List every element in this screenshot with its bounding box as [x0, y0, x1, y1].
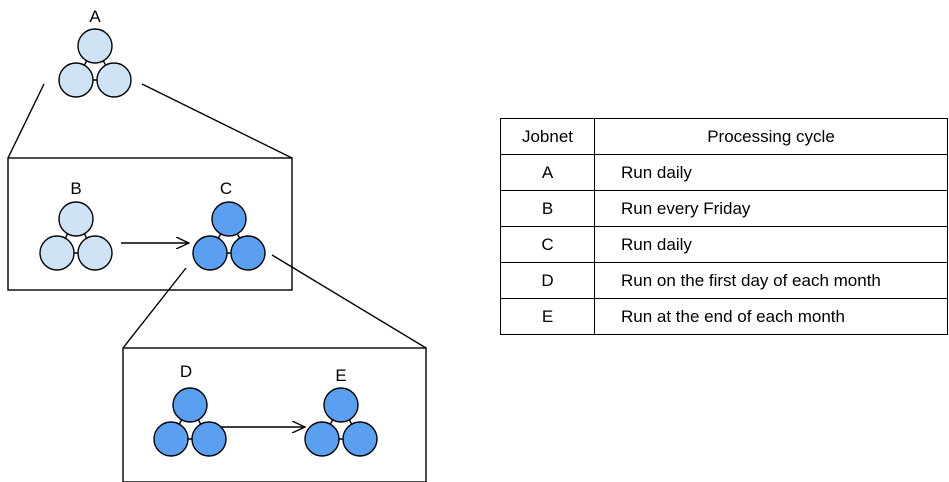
jobnet-e-icon: [304, 387, 378, 457]
zoom-line-c-left: [122, 267, 187, 349]
jobnet-circle-right: [96, 62, 132, 98]
jobnet-circle-right: [230, 235, 266, 271]
jobnet-a-label: A: [89, 7, 101, 26]
table-row: D Run on the first day of each month: [500, 262, 948, 299]
jobnet-c-icon: [192, 201, 266, 271]
jobnet-column-header: Jobnet: [500, 118, 595, 155]
jobnet-circle-left: [153, 421, 189, 457]
processing-cycle-cell: Run at the end of each month: [594, 298, 948, 335]
jobnet-c-expansion-box: [122, 347, 427, 482]
jobnet-e-label: E: [335, 366, 346, 385]
jobnet-cell: B: [500, 190, 595, 227]
jobnet-circle-top: [211, 201, 247, 237]
zoom-line-a-left: [7, 83, 45, 159]
processing-cycle-cell: Run on the first day of each month: [594, 262, 948, 299]
jobnet-d-icon: [153, 387, 227, 457]
jobnet-circle-top: [323, 387, 359, 423]
jobnet-d-label: D: [180, 362, 192, 381]
jobnet-circle-top: [172, 387, 208, 423]
jobnet-a-expansion-box: [7, 157, 293, 291]
jobnet-circle-top: [58, 201, 94, 237]
table-row: C Run daily: [500, 226, 948, 263]
table-row: A Run daily: [500, 154, 948, 191]
table-row: E Run at the end of each month: [500, 298, 948, 335]
table-header-row: Jobnet Processing cycle: [500, 118, 948, 155]
processing-cycle-cell: Run daily: [594, 226, 948, 263]
jobnet-circle-top: [77, 28, 113, 64]
jobnet-circle-left: [192, 235, 228, 271]
jobnet-circle-right: [191, 421, 227, 457]
processing-cycle-column-header: Processing cycle: [594, 118, 948, 155]
processing-cycle-cell: Run every Friday: [594, 190, 948, 227]
jobnet-cell: E: [500, 298, 595, 335]
jobnet-circle-left: [39, 235, 75, 271]
processing-cycle-table: Jobnet Processing cycle A Run daily B Ru…: [500, 118, 948, 335]
jobnet-circle-left: [58, 62, 94, 98]
jobnet-c-label: C: [220, 179, 232, 198]
zoom-line-a-right: [141, 83, 293, 159]
zoom-line-c-right: [271, 254, 427, 349]
jobnet-circle-right: [77, 235, 113, 271]
jobnet-cell: D: [500, 262, 595, 299]
processing-cycle-cell: Run daily: [594, 154, 948, 191]
jobnet-cell: A: [500, 154, 595, 191]
table-row: B Run every Friday: [500, 190, 948, 227]
jobnet-b-icon: [39, 201, 113, 271]
jobnet-circle-left: [304, 421, 340, 457]
jobnet-cell: C: [500, 226, 595, 263]
jobnet-a-icon: [58, 28, 132, 98]
jobnet-b-label: B: [70, 179, 81, 198]
jobnet-circle-right: [342, 421, 378, 457]
